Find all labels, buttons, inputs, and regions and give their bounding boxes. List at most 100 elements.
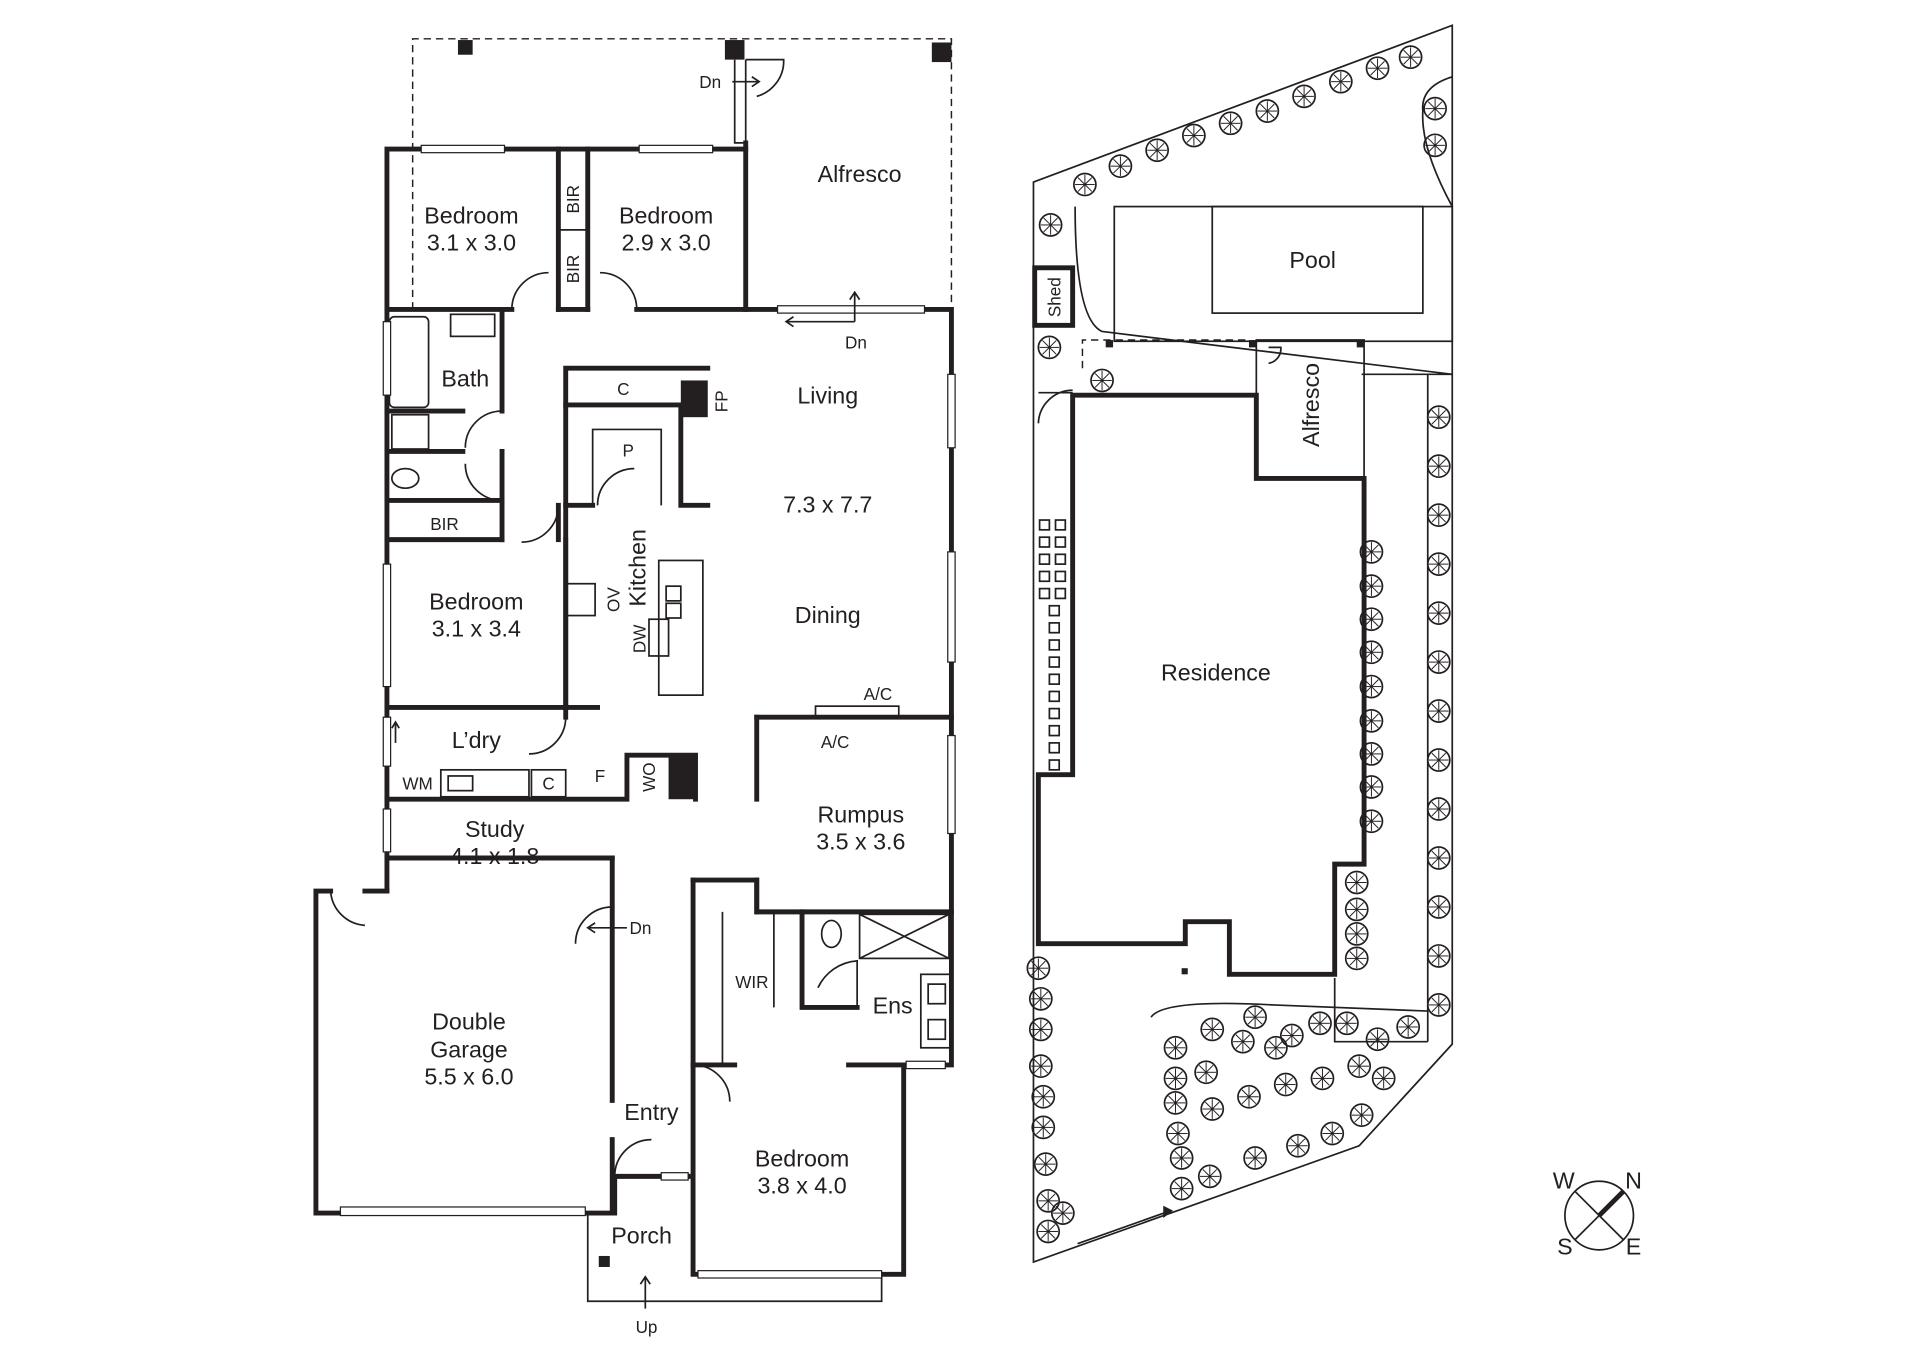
paver <box>1038 519 1051 531</box>
bir-label: BIR <box>563 255 583 284</box>
tree-icon <box>1426 650 1451 674</box>
room-name: Entry <box>624 1099 679 1125</box>
paver <box>1054 519 1067 531</box>
compass-s: S <box>1557 1234 1573 1260</box>
paver <box>1048 604 1061 617</box>
tree-icon <box>1243 1146 1267 1170</box>
room-size: 7.3 x 7.7 <box>783 492 872 518</box>
tree-icon <box>1396 1015 1421 1039</box>
tree-icon <box>1026 956 1051 981</box>
compass-w: W <box>1553 1168 1575 1194</box>
cupboard-label: C <box>542 773 554 793</box>
residence-label: Residence <box>1161 659 1271 685</box>
paver <box>1048 639 1061 651</box>
tree-icon <box>1273 1072 1298 1097</box>
paver <box>1048 724 1061 737</box>
step-down-label: Dn <box>629 918 651 938</box>
paver <box>1048 742 1061 754</box>
post <box>457 40 473 55</box>
tree-icon <box>1033 1152 1058 1176</box>
paver <box>1048 656 1061 668</box>
tree-icon <box>1286 1133 1310 1158</box>
tree-icon <box>1426 748 1451 772</box>
tree-icon <box>1359 674 1384 699</box>
tree-icon <box>1328 69 1353 94</box>
tree-icon <box>1028 986 1053 1011</box>
tree-icon <box>1036 1188 1061 1213</box>
room-size: 3.5 x 3.6 <box>816 828 905 854</box>
tree-icon <box>1426 454 1451 479</box>
room-name: Study <box>465 816 525 842</box>
tree-icon <box>1218 111 1243 136</box>
tree-icon <box>1264 1035 1288 1060</box>
tree-icon <box>1335 1011 1359 1036</box>
tree-icon <box>1344 946 1369 971</box>
floor-plan: Bedroom 3.1 x 3.0 Bedroom 2.9 x 3.0 BIR … <box>313 38 956 1337</box>
tree-icon <box>1423 133 1447 158</box>
room-name: Living <box>797 383 858 409</box>
tree-icon <box>1426 895 1451 919</box>
tree-icon <box>1359 775 1384 799</box>
tree-icon <box>1426 405 1451 430</box>
paver <box>1048 690 1061 703</box>
paver <box>1038 536 1051 548</box>
room-size: 5.5 x 6.0 <box>424 1064 513 1090</box>
tree-icon <box>1028 1054 1053 1079</box>
tree-icon <box>1031 1115 1056 1140</box>
room-name: Garage <box>430 1037 508 1063</box>
tree-icon <box>1037 335 1062 360</box>
tree-icon <box>1359 640 1384 665</box>
paver <box>1048 759 1061 771</box>
paver <box>1048 673 1061 685</box>
room-name: L’dry <box>452 727 501 753</box>
tree-icon <box>1108 154 1133 179</box>
tree-icon <box>1169 1146 1194 1170</box>
tree-icon <box>1359 540 1384 564</box>
tree-icon <box>1365 56 1390 81</box>
compass-n: N <box>1625 1168 1642 1194</box>
room-name: Alfresco <box>818 161 902 187</box>
tree-icon <box>1320 1121 1345 1146</box>
tree-icon <box>1036 1219 1061 1244</box>
tree-icon <box>1426 699 1451 723</box>
washing-machine-label: WM <box>402 773 432 793</box>
tree-icon <box>1426 846 1451 870</box>
tree-icon <box>1426 944 1451 968</box>
tree-icon <box>1050 1201 1075 1225</box>
tree-icon <box>1163 1066 1188 1091</box>
compass-e: E <box>1626 1234 1642 1260</box>
tree-icon <box>1090 368 1114 393</box>
tree-icon <box>1182 123 1206 148</box>
room-size: 2.9 x 3.0 <box>622 230 711 256</box>
tree-icon <box>1426 601 1451 625</box>
fireplace-label: FP <box>711 390 731 412</box>
tree-icon <box>1426 552 1451 577</box>
room-size: 3.1 x 3.4 <box>432 615 521 641</box>
compass: W N S E <box>1553 1168 1642 1260</box>
room-size: 4.1 x 1.8 <box>450 843 539 869</box>
tree-icon <box>1237 1084 1261 1109</box>
room-name: Bedroom <box>755 1146 849 1172</box>
room-name: Dining <box>795 602 861 628</box>
room-name: Bedroom <box>429 588 523 614</box>
tree-icon <box>1359 809 1384 834</box>
tree-icon <box>1349 1103 1374 1128</box>
room-size: 3.8 x 4.0 <box>757 1173 846 1199</box>
fridge-label: F <box>595 766 605 786</box>
tree-icon <box>1163 1035 1188 1060</box>
paver <box>1054 587 1067 600</box>
tree-icon <box>1359 607 1384 632</box>
site-plan: Pool Shed Alfresco Residence <box>1026 24 1454 1264</box>
dishwasher-label: DW <box>629 624 649 653</box>
tree-icon <box>1200 1097 1225 1121</box>
tree-icon <box>1426 503 1451 528</box>
tree-icon <box>1426 797 1451 821</box>
room-size: 3.1 x 3.0 <box>427 230 516 256</box>
pantry-label: P <box>622 440 633 460</box>
oven-label: OV <box>604 587 624 612</box>
tree-icon <box>1031 1084 1056 1109</box>
step-down-label: Dn <box>845 333 867 353</box>
wir-label: WIR <box>735 972 768 992</box>
tree-icon <box>1310 1066 1335 1091</box>
